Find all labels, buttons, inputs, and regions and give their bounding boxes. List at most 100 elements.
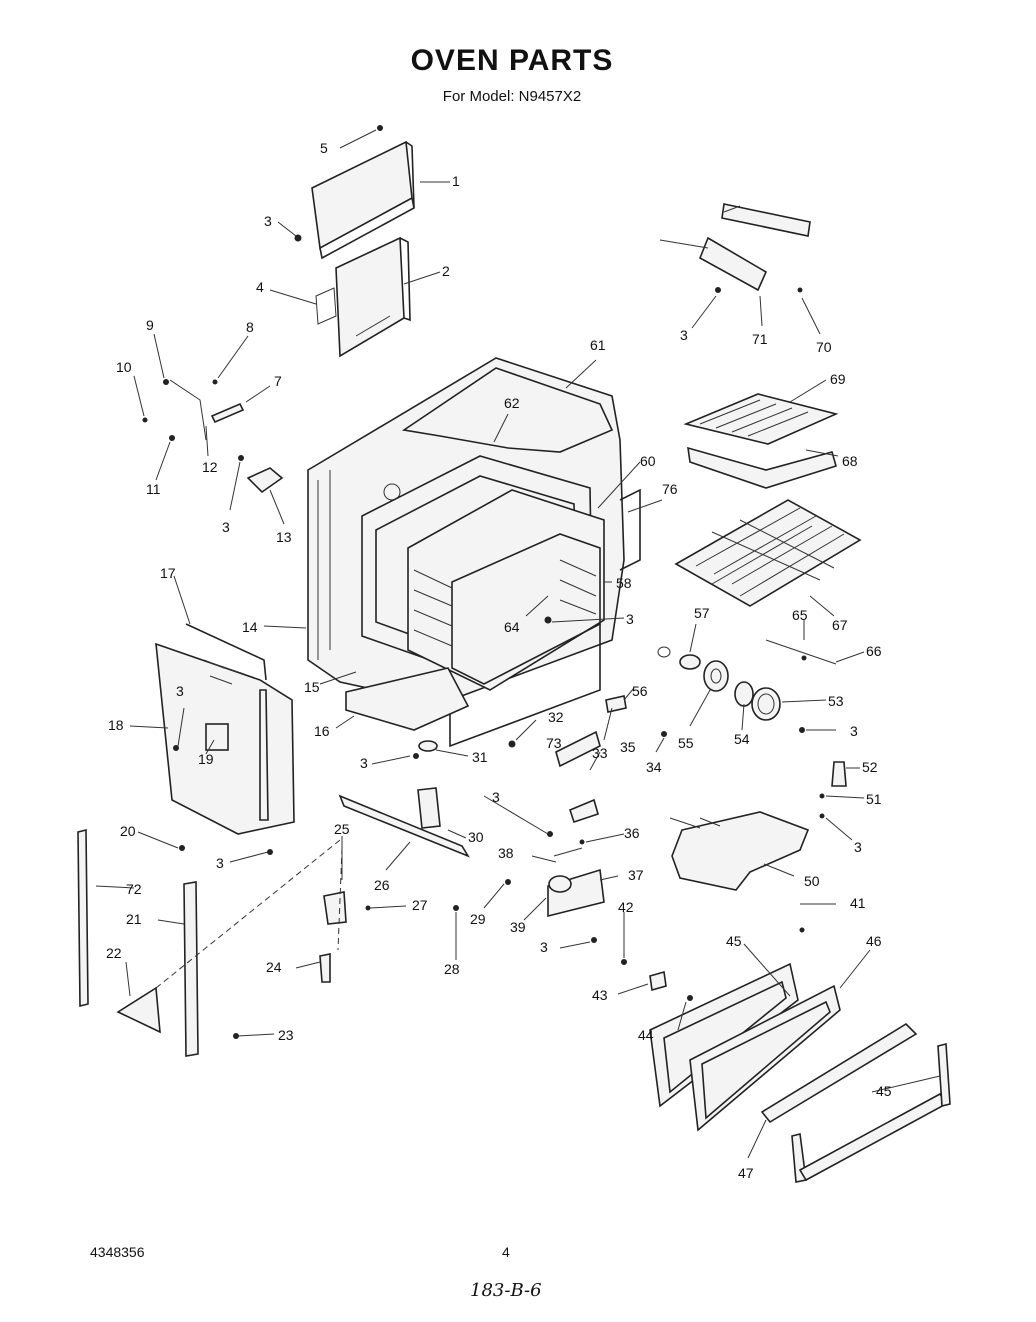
callout-3: 3 xyxy=(222,519,230,535)
callout-3: 3 xyxy=(360,755,368,771)
callout-68: 68 xyxy=(842,453,858,469)
callout-62: 62 xyxy=(504,395,520,411)
callout-39: 39 xyxy=(510,919,526,935)
callout-4: 4 xyxy=(256,279,264,295)
part-side-panel xyxy=(155,623,295,855)
part-small-hardware-left xyxy=(142,379,284,494)
callout-3: 3 xyxy=(850,723,858,739)
callout-56: 56 xyxy=(632,683,648,699)
callout-70: 70 xyxy=(816,339,832,355)
callout-76: 76 xyxy=(662,481,678,497)
callout-38: 38 xyxy=(498,845,514,861)
callout-17: 17 xyxy=(160,565,176,581)
part-valve-ignitor xyxy=(508,695,667,943)
part-light-assembly xyxy=(657,646,847,819)
callout-30: 30 xyxy=(468,829,484,845)
part-oven-burner xyxy=(669,811,810,891)
callout-36: 36 xyxy=(624,825,640,841)
part-burner-assembly xyxy=(319,740,511,983)
callout-3: 3 xyxy=(216,855,224,871)
part-door-trims xyxy=(77,828,341,1057)
callout-45: 45 xyxy=(876,1083,892,1099)
callout-44: 44 xyxy=(638,1027,654,1043)
callout-33: 33 xyxy=(592,745,608,761)
leader-lines xyxy=(95,129,941,1159)
part-vent-cover xyxy=(311,125,415,260)
callout-55: 55 xyxy=(678,735,694,751)
page-title: OVEN PARTS xyxy=(410,44,614,77)
callout-14: 14 xyxy=(242,619,258,635)
callout-64: 64 xyxy=(504,619,520,635)
callout-51: 51 xyxy=(866,791,882,807)
callout-20: 20 xyxy=(120,823,136,839)
model-subtitle: For Model: N9457X2 xyxy=(442,88,582,105)
callout-19: 19 xyxy=(198,751,214,767)
callout-57: 57 xyxy=(694,605,710,621)
callout-65: 65 xyxy=(792,607,808,623)
callout-50: 50 xyxy=(804,873,820,889)
callout-69: 69 xyxy=(830,371,846,387)
callout-61: 61 xyxy=(590,337,606,353)
callout-21: 21 xyxy=(126,911,142,927)
callout-24: 24 xyxy=(266,959,282,975)
callout-28: 28 xyxy=(444,961,460,977)
part-bottom-pan xyxy=(345,667,470,731)
part-door-assembly xyxy=(621,927,951,1183)
callout-47: 47 xyxy=(738,1165,754,1181)
callout-11: 11 xyxy=(146,481,161,497)
callout-9: 9 xyxy=(146,317,154,333)
callout-labels: 5 1 3 2 4 9 8 10 7 11 12 3 13 61 62 60 7… xyxy=(106,140,892,1181)
callout-3: 3 xyxy=(264,213,272,229)
callout-3: 3 xyxy=(540,939,548,955)
handwritten-note: 183-B-6 xyxy=(470,1280,542,1301)
callout-3: 3 xyxy=(680,327,688,343)
callout-16: 16 xyxy=(314,723,330,739)
callout-3: 3 xyxy=(176,683,184,699)
callout-27: 27 xyxy=(412,897,428,913)
callout-42: 42 xyxy=(618,899,634,915)
callout-60: 60 xyxy=(640,453,656,469)
callout-23: 23 xyxy=(278,1027,294,1043)
callout-13: 13 xyxy=(276,529,292,545)
callout-12: 12 xyxy=(202,459,218,475)
callout-22: 22 xyxy=(106,945,122,961)
part-broiler-pan xyxy=(659,203,839,489)
callout-29: 29 xyxy=(470,911,486,927)
document-number: 4348356 xyxy=(90,1244,145,1260)
callout-2: 2 xyxy=(442,263,450,279)
callout-3: 3 xyxy=(854,839,862,855)
callout-10: 10 xyxy=(116,359,132,375)
callout-46: 46 xyxy=(866,933,882,949)
callout-71: 71 xyxy=(752,331,768,347)
callout-41: 41 xyxy=(850,895,866,911)
callout-26: 26 xyxy=(374,877,390,893)
callout-7: 7 xyxy=(274,373,282,389)
callout-3: 3 xyxy=(492,789,500,805)
callout-43: 43 xyxy=(592,987,608,1003)
callout-58: 58 xyxy=(616,575,632,591)
callout-66: 66 xyxy=(866,643,882,659)
callout-67: 67 xyxy=(832,617,848,633)
callout-1: 1 xyxy=(452,173,460,189)
callout-52: 52 xyxy=(862,759,878,775)
callout-18: 18 xyxy=(108,717,124,733)
callout-34: 34 xyxy=(646,759,662,775)
callout-15: 15 xyxy=(304,679,320,695)
callout-8: 8 xyxy=(246,319,254,335)
callout-35: 35 xyxy=(620,739,636,755)
callout-5: 5 xyxy=(320,140,328,156)
part-oven-rack xyxy=(674,499,862,665)
callout-72: 72 xyxy=(126,881,142,897)
callout-32: 32 xyxy=(548,709,564,725)
callout-73: 73 xyxy=(546,735,562,751)
callout-25: 25 xyxy=(334,821,350,837)
callout-45: 45 xyxy=(726,933,742,949)
page-number: 4 xyxy=(502,1244,510,1260)
part-vent-duct xyxy=(294,234,411,358)
callout-31: 31 xyxy=(472,749,488,765)
callout-53: 53 xyxy=(828,693,844,709)
callout-3: 3 xyxy=(626,611,634,627)
callout-37: 37 xyxy=(628,867,644,883)
callout-54: 54 xyxy=(734,731,750,747)
